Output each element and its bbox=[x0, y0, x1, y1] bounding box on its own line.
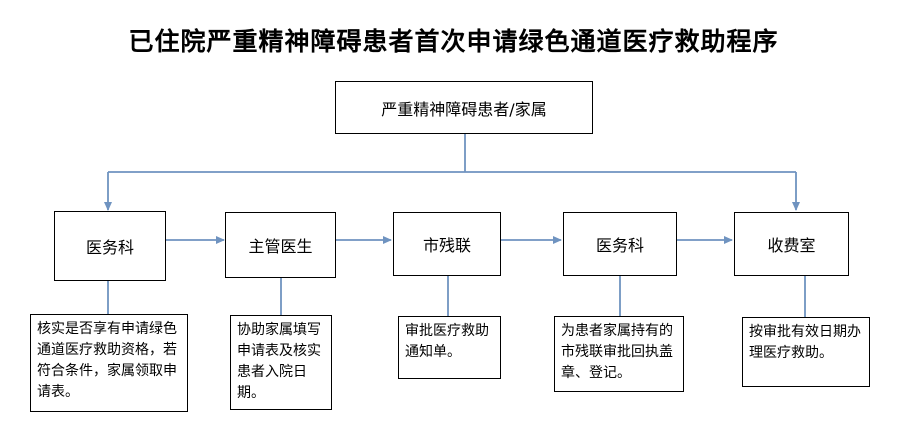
step-box-medical-affairs-2: 医务科 bbox=[563, 212, 677, 276]
note-text: 为患者家属持有的市残联审批回执盖章、登记。 bbox=[561, 323, 673, 381]
note-medical-affairs-1: 核实是否享有申请绿色通道医疗救助资格，若符合条件，家属领取申请表。 bbox=[30, 314, 188, 412]
note-disabled-federation: 审批医疗救助通知单。 bbox=[398, 316, 501, 379]
note-attending-doctor: 协助家属填写申请表及核实患者入院日期。 bbox=[230, 315, 332, 410]
step-label: 收费室 bbox=[767, 236, 816, 255]
step-box-medical-affairs-1: 医务科 bbox=[54, 211, 166, 281]
step-label: 医务科 bbox=[595, 236, 644, 255]
note-text: 协助家属填写申请表及核实患者入院日期。 bbox=[237, 322, 321, 401]
step-box-disabled-federation: 市残联 bbox=[393, 212, 501, 276]
note-medical-affairs-2: 为患者家属持有的市残联审批回执盖章、登记。 bbox=[554, 316, 684, 392]
note-billing-office: 按审批有效日期办理医疗救助。 bbox=[742, 317, 870, 387]
step-label: 主管医生 bbox=[248, 237, 313, 256]
top-box-label: 严重精神障碍患者/家属 bbox=[381, 99, 547, 119]
note-text: 审批医疗救助通知单。 bbox=[405, 323, 489, 360]
note-text: 核实是否享有申请绿色通道医疗救助资格，若符合条件，家属领取申请表。 bbox=[37, 321, 177, 400]
step-label: 医务科 bbox=[85, 238, 134, 257]
step-label: 市残联 bbox=[422, 236, 471, 255]
page-title: 已住院严重精神障碍患者首次申请绿色通道医疗救助程序 bbox=[128, 27, 779, 56]
top-box-patient-family: 严重精神障碍患者/家属 bbox=[335, 81, 593, 134]
step-box-billing-office: 收费室 bbox=[734, 212, 849, 276]
step-box-attending-doctor: 主管医生 bbox=[225, 212, 336, 278]
note-text: 按审批有效日期办理医疗救助。 bbox=[749, 324, 861, 361]
